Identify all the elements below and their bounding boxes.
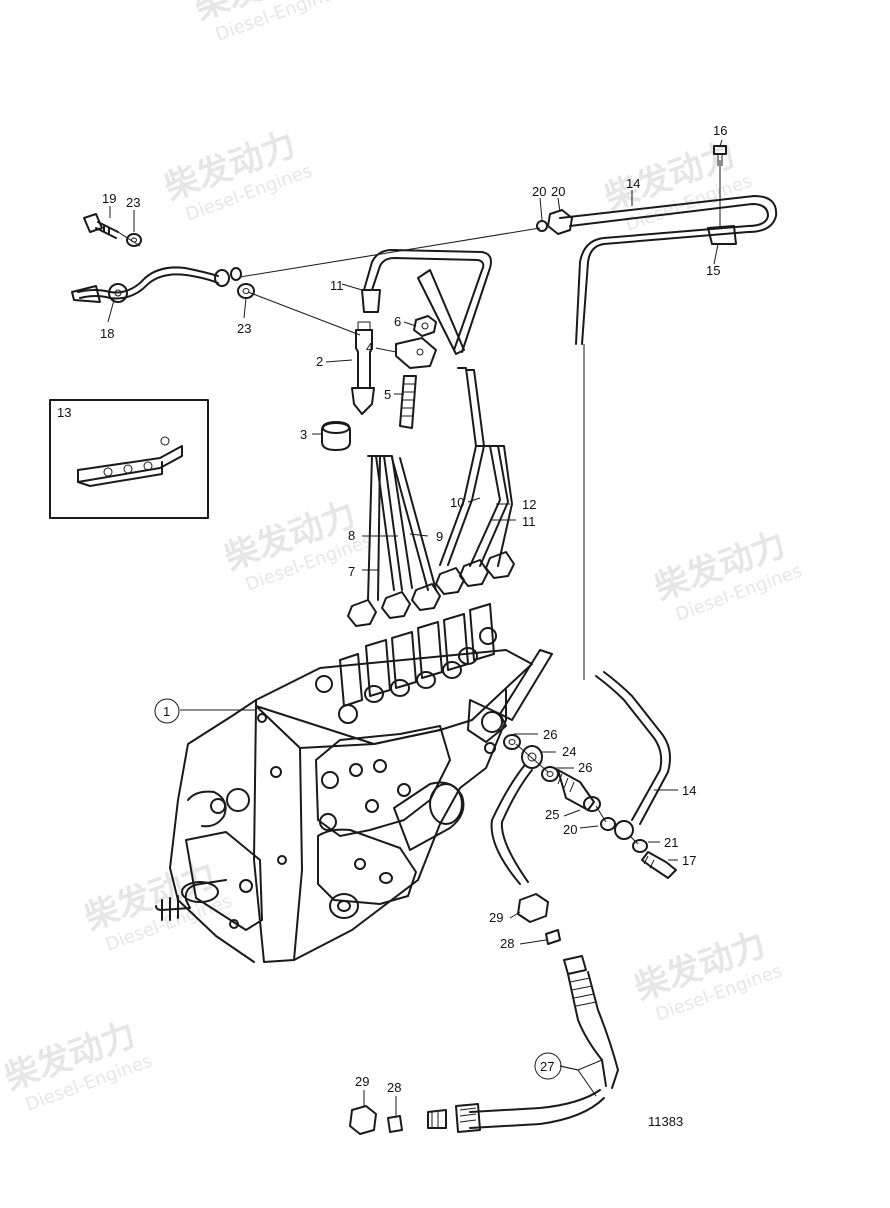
pressure-pipe-11-upper xyxy=(361,249,492,355)
olive-28-upper xyxy=(545,929,561,945)
callout-14-upper: 14 xyxy=(626,176,640,191)
watermark: 柴发动力 Diesel-Engines xyxy=(629,924,785,1025)
valve-2 xyxy=(351,321,375,415)
olive-28-lower xyxy=(387,1115,403,1133)
callout-11-lower: 11 xyxy=(522,514,536,529)
union-nut-18 xyxy=(547,209,573,235)
washer-26-upper xyxy=(503,734,521,750)
drawing-number: 11383 xyxy=(648,1114,683,1129)
stud-5 xyxy=(399,375,417,429)
pipes-7-8-9 xyxy=(367,455,437,601)
nut-29-upper xyxy=(517,893,549,923)
callout-18: 20 xyxy=(551,184,565,199)
callout-23-lower: 23 xyxy=(237,321,251,336)
watermark: 柴发动力 Diesel-Engines xyxy=(79,854,235,955)
nut-17 xyxy=(536,220,548,232)
watermark: 柴发动力 Diesel-Engines xyxy=(0,1014,155,1115)
callout-20-left: 20 xyxy=(563,822,577,837)
callout-28-upper: 28 xyxy=(500,936,514,951)
washer-23-upper xyxy=(126,233,142,247)
callout-24: 24 xyxy=(562,744,576,759)
callout-26-upper: 26 xyxy=(543,727,557,742)
cap-3 xyxy=(321,421,351,451)
return-pipe-14 xyxy=(559,195,778,825)
callout-6: 6 xyxy=(394,314,401,329)
banjo-fitting-24 xyxy=(490,745,543,885)
callout-8: 8 xyxy=(348,528,355,543)
bolt-19 xyxy=(641,851,677,879)
bolt-22 xyxy=(83,213,119,239)
callout-11-upper: 11 xyxy=(330,278,344,293)
washer-23-lower xyxy=(237,283,255,299)
callout-26-lower: 26 xyxy=(578,760,592,775)
callout-25: 25 xyxy=(545,807,559,822)
callout-10: 10 xyxy=(450,495,464,510)
washer-26-lower xyxy=(541,766,559,782)
nut-29-lower xyxy=(349,1105,377,1135)
callout-3: 3 xyxy=(300,427,307,442)
callout-12: 12 xyxy=(522,497,536,512)
watermark-layer: 柴发动力 Diesel-Engines 柴发动力 Diesel-Engines … xyxy=(0,0,805,1116)
callout-15: 15 xyxy=(706,263,720,278)
screw-16 xyxy=(713,145,727,166)
callout-29-lower: 29 xyxy=(355,1074,369,1089)
washer-20-a xyxy=(600,817,616,831)
callout-17: 20 xyxy=(532,184,546,199)
watermark: 柴发动力 Diesel-Engines xyxy=(599,134,755,235)
callout-14-lower: 14 xyxy=(682,783,696,798)
callout-19: 17 xyxy=(682,853,696,868)
callout-5: 5 xyxy=(384,387,391,402)
leader-lines xyxy=(107,139,723,1116)
watermark: 柴发动力 Diesel-Engines xyxy=(649,524,805,625)
callout-circle-27 xyxy=(534,1052,562,1080)
callout-23-upper: 23 xyxy=(126,195,140,210)
banjo-pipe-21 xyxy=(71,266,242,303)
nut-6 xyxy=(413,315,437,337)
hollow-bolt-25 xyxy=(557,769,601,812)
callout-22: 19 xyxy=(102,191,116,206)
callout-13: 13 xyxy=(57,405,71,420)
clamp-4 xyxy=(395,337,437,369)
bracket-15 xyxy=(707,160,737,245)
watermark: 柴发动力 Diesel-Engines xyxy=(159,124,315,225)
injection-pump-1 xyxy=(155,551,553,963)
callout-28-lower: 28 xyxy=(387,1080,401,1095)
banjo-20-end xyxy=(614,820,634,840)
callout-circle-1 xyxy=(154,698,180,724)
pipes-10-12-11 xyxy=(439,367,513,567)
hose-27 xyxy=(427,955,619,1133)
watermark: 柴发动力 Diesel-Engines xyxy=(189,0,345,46)
callout-21: 18 xyxy=(100,326,114,341)
callout-7: 7 xyxy=(348,564,355,579)
callout-1: 1 xyxy=(163,704,170,719)
callout-2: 2 xyxy=(316,354,323,369)
washer-20-b xyxy=(632,839,648,853)
callout-9: 9 xyxy=(436,529,443,544)
callout-16: 16 xyxy=(713,123,727,138)
inset-bracket-13 xyxy=(49,399,209,519)
watermark: 柴发动力 Diesel-Engines xyxy=(219,494,375,595)
callout-27: 27 xyxy=(540,1059,554,1074)
callout-20-right: 21 xyxy=(664,835,678,850)
callout-labels: 19 23 18 23 11 2 3 4 5 6 20 20 14 16 15 … xyxy=(57,123,727,1129)
callout-4: 4 xyxy=(366,340,373,355)
callout-29-upper: 29 xyxy=(489,910,503,925)
